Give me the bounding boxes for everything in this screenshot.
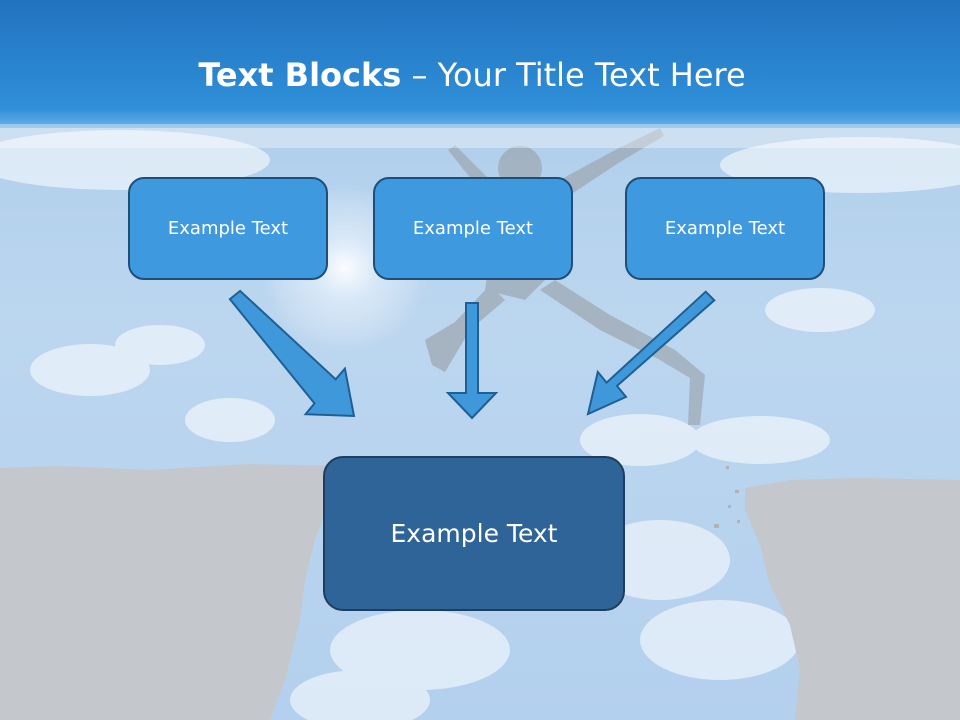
title-rest: Your Title Text Here bbox=[437, 56, 746, 94]
main-text-block[interactable]: Example Text bbox=[323, 456, 625, 611]
title-bold: Text Blocks bbox=[198, 56, 402, 94]
title-separator: – bbox=[401, 56, 438, 94]
arrow-left-icon bbox=[228, 289, 356, 418]
page-title: Text Blocks – Your Title Text Here bbox=[0, 52, 944, 98]
arrow-right-icon bbox=[586, 290, 716, 416]
text-block-2[interactable]: Example Text bbox=[373, 177, 573, 280]
text-block-1[interactable]: Example Text bbox=[128, 177, 328, 280]
arrow-center-icon bbox=[445, 302, 499, 420]
text-block-3[interactable]: Example Text bbox=[625, 177, 825, 280]
